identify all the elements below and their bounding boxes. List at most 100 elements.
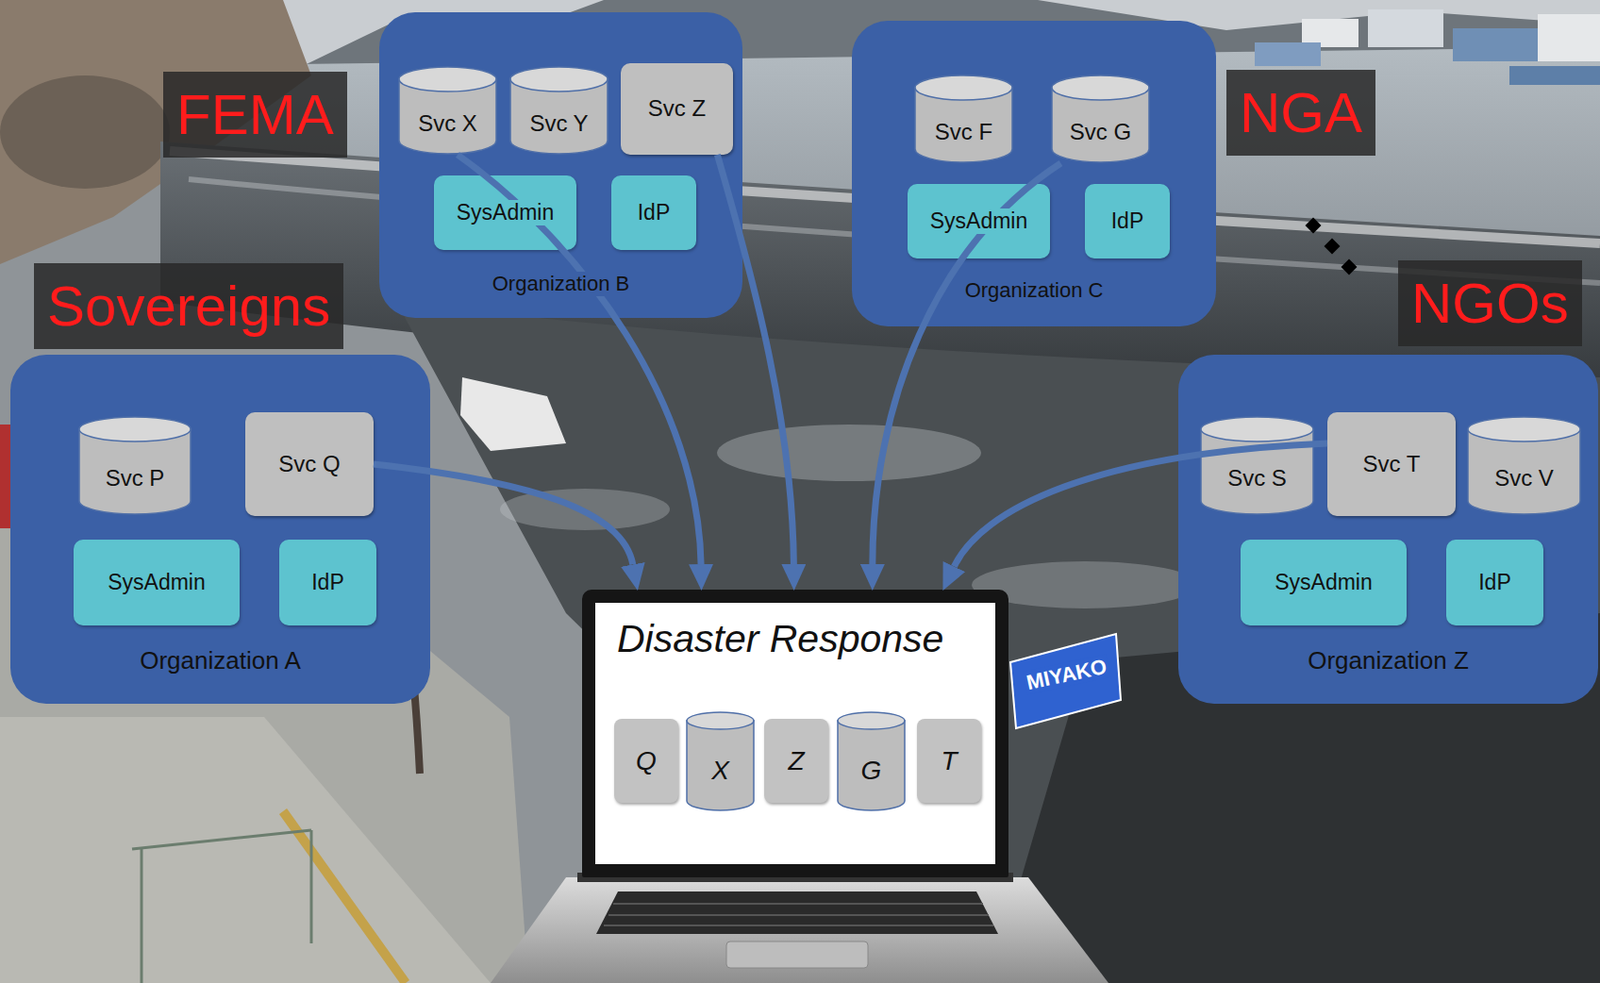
node-label: Svc Q [275,450,343,479]
organization-box: Organization C Svc F Svc G SysAdmin IdP [851,20,1217,327]
group-tag: NGOs [1398,260,1583,347]
service-database: Svc F [914,74,1014,164]
dot [1341,259,1358,276]
cylinder-top [79,416,191,442]
cylinder-top [510,66,608,92]
node-label: Svc Y [526,110,591,138]
node-label: Svc P [102,465,168,493]
node-label: Svc Z [645,95,709,123]
laptop-screen: Disaster ResponseQ X Z G T [582,589,1009,878]
road-marking [283,811,406,983]
cylinder-top [399,66,497,92]
cylinder-top [1200,416,1314,442]
organization-name: Organization C [962,278,1107,303]
turbulent-water [396,301,1600,983]
node-label: IdP [308,569,348,597]
cylinder-top [1467,416,1581,442]
service-box: Svc Z [620,63,734,155]
service-database: Svc V [1466,416,1582,516]
building [1537,14,1600,62]
admin-box: SysAdmin [433,175,577,250]
cylinder-top [837,712,905,730]
cylinder-body [686,720,754,811]
organization-name: Organization Z [1304,646,1472,676]
admin-box: SysAdmin [1240,539,1407,626]
flow-arrow [953,443,1328,567]
fence-post [140,849,144,983]
cylinder-body [837,720,905,811]
organization-name-holder: Organization C [851,278,1217,303]
admin-box: IdP [1084,183,1170,259]
service-box: Svc T [1327,412,1456,517]
node-label: Z [784,745,807,778]
service-database: Svc P [78,416,192,516]
node-label: IdP [1108,208,1148,235]
foam [500,488,670,531]
node-label: X [708,754,733,787]
screen-title: Disaster Response [614,616,947,663]
laptop-base [490,872,1109,983]
node-label: G [858,754,885,787]
node-label: Svc S [1224,465,1290,493]
node-label: Svc G [1066,118,1134,147]
building [1367,9,1444,48]
node-label: IdP [1475,569,1515,597]
group-tag-holder: NGA [1226,69,1376,156]
node-label: SysAdmin [1271,569,1376,597]
building [1509,66,1600,85]
building [1452,28,1538,62]
node-label: SysAdmin [453,200,558,227]
screen-title-holder: Disaster Response [614,616,947,663]
service-tile: Z [764,718,829,803]
node-label: Svc F [932,118,996,147]
node-label: Q [633,745,660,778]
group-tag: FEMA [163,71,348,158]
fence-post [310,830,314,944]
group-tag: NGA [1226,69,1376,156]
organization-name: Organization A [136,646,304,676]
node-label: IdP [634,200,674,227]
admin-box: IdP [611,175,697,250]
admin-box: IdP [279,539,377,626]
node-label: T [937,745,960,778]
organization-box: Organization B Svc X Svc Y Svc Z SysAdmin IdP [379,12,743,318]
flow-arrow [872,163,1062,565]
service-tile: T [916,718,982,803]
keyboard [596,891,999,934]
cylinder-top [686,712,754,730]
organization-name-holder: Organization Z [1178,646,1599,676]
service-database: Svc X [398,66,498,155]
road-sign [1010,633,1121,729]
organization-name-holder: Organization B [379,271,743,297]
service-database-tile: G [836,711,906,812]
group-tag-holder: NGOs [1398,260,1583,347]
node-label: SysAdmin [104,569,209,597]
organization-box: Organization A Svc P Svc Q SysAdmin IdP [10,354,431,704]
laptop-deck [490,877,1109,983]
fence [132,830,312,983]
building [1254,42,1321,67]
group-tag-holder: Sovereigns [33,263,344,350]
cylinder-top [915,75,1013,100]
node-label: SysAdmin [927,208,1032,235]
node-label: Svc X [415,110,481,138]
service-database: Svc Y [509,66,609,155]
organization-box: Organization Z Svc S Svc T Svc V SysAdmin IdP [1178,354,1599,704]
group-tag-holder: FEMA [163,71,348,158]
admin-box: IdP [1446,539,1544,626]
flow-arrow [457,154,701,565]
service-database: Svc G [1050,74,1150,164]
group-tag: Sovereigns [33,263,344,350]
service-database-tile: X [685,711,755,812]
flow-arrow [373,464,634,565]
dot [1305,217,1322,234]
dot [1324,238,1341,255]
car-debris [460,377,567,451]
service-tile: Q [614,718,679,803]
shrub [0,75,170,189]
node-label: Svc T [1360,450,1424,479]
ellipsis-dots [1305,217,1358,276]
organization-name: Organization B [489,271,634,297]
